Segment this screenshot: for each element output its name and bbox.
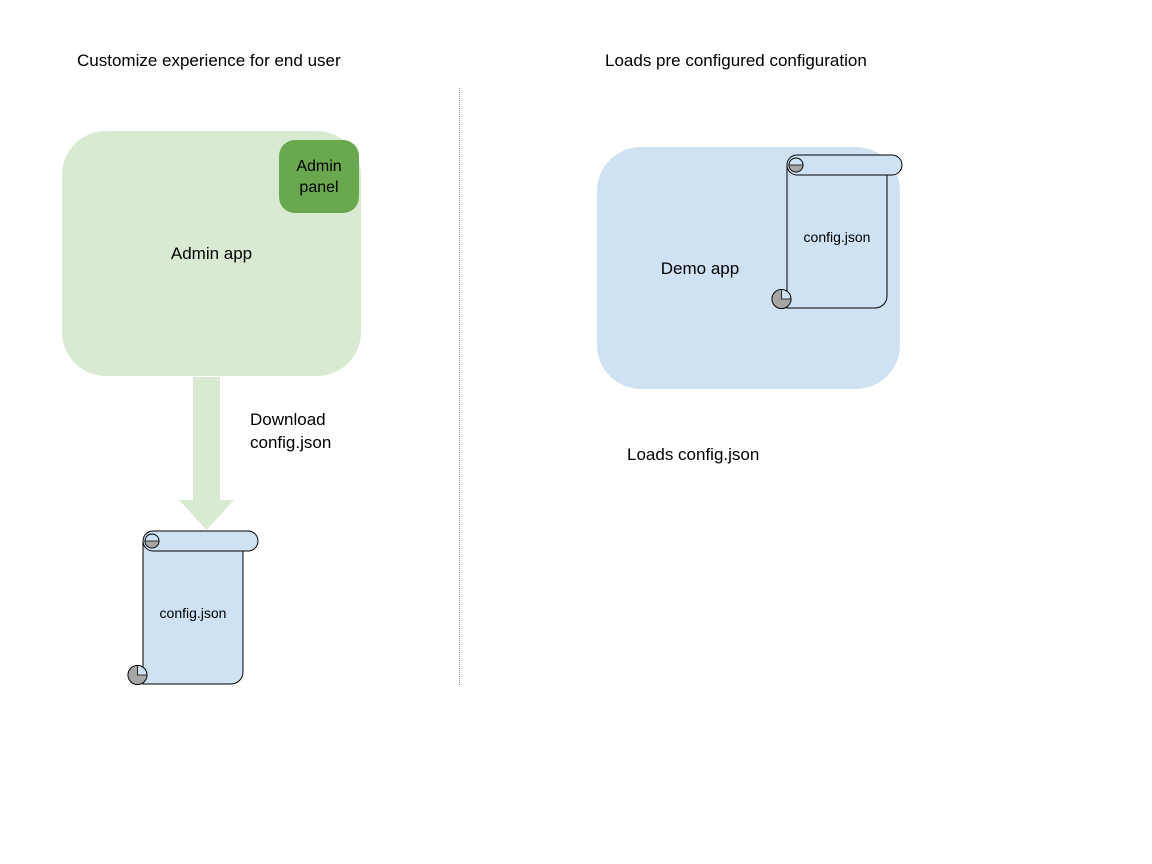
download-config-label: Download config.json — [250, 410, 332, 452]
left-section-title: Customize experience for end user — [77, 51, 341, 70]
down-arrow-icon — [179, 377, 234, 530]
right-section-title: Loads pre configured configuration — [605, 51, 867, 70]
config-scroll-icon — [127, 530, 259, 685]
config-scroll-icon — [771, 154, 903, 309]
section-divider — [459, 88, 460, 685]
admin-panel-box: Admin panel — [279, 140, 359, 213]
admin-panel-label: Admin panel — [296, 157, 342, 196]
admin-app-label: Admin app — [170, 243, 253, 263]
config-json-label-left: config.json — [159, 605, 227, 621]
loads-config-caption: Loads config.json — [627, 445, 760, 464]
admin-app-box: Admin app Admin panel — [62, 131, 361, 376]
demo-app-label: Demo app — [660, 259, 740, 278]
config-json-label-right: config.json — [803, 229, 871, 245]
